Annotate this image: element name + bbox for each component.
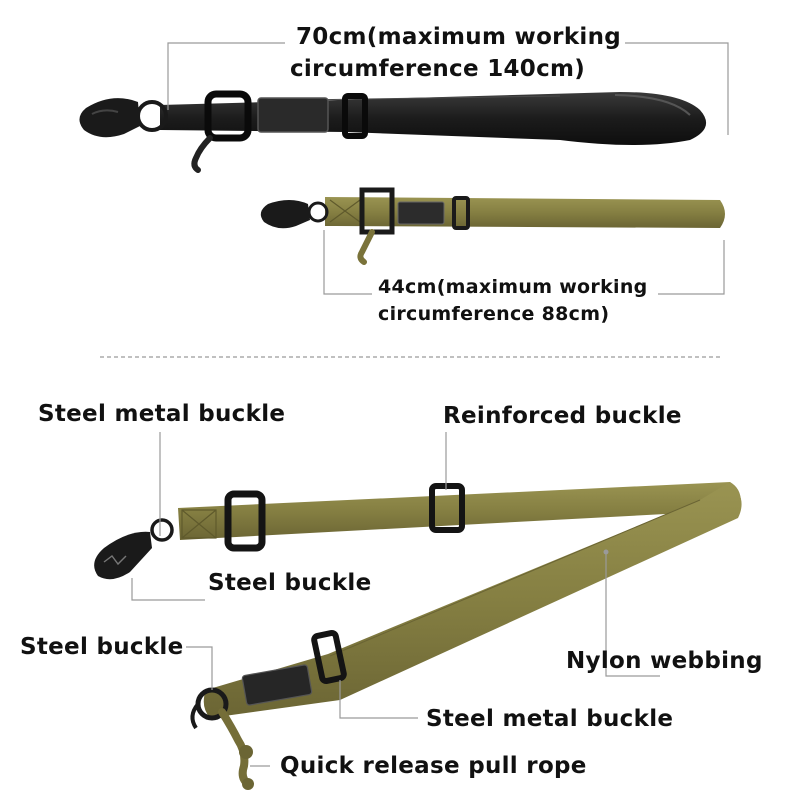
label-reinforced-buckle: Reinforced buckle xyxy=(443,403,682,429)
snap-hook-upper xyxy=(94,531,152,580)
label-steel-metal-buckle-bottom: Steel metal buckle xyxy=(426,706,674,732)
olive-slide-buckle-small xyxy=(452,196,470,230)
dimension-bracket-top xyxy=(167,42,729,135)
leader-steel-buckle-upper xyxy=(131,578,205,601)
olive-sling-44cm xyxy=(260,187,725,265)
label-steel-buckle-upper: Steel buckle xyxy=(208,570,372,596)
olive-buckle-small xyxy=(359,187,395,235)
top-length-label-line1: 70cm(maximum working xyxy=(296,24,622,50)
label-steel-metal-buckle-top: Steel metal buckle xyxy=(38,401,286,427)
reinforced-slide-buckle xyxy=(429,483,465,533)
black-buckle xyxy=(204,90,252,142)
steel-metal-buckle-top xyxy=(224,490,266,552)
leader-nylon-webbing xyxy=(605,552,660,677)
black-rubber-patch xyxy=(257,97,329,133)
leader-steel-buckle-lower xyxy=(186,646,213,690)
olive-sling-detail xyxy=(94,482,742,790)
leader-steel-metal-buckle-bottom xyxy=(339,680,418,719)
callout-leaders xyxy=(131,432,660,767)
steel-metal-buckle-lower xyxy=(311,629,347,685)
olive-rubber-patch-small xyxy=(397,201,445,225)
olive-rubber-patch-lower xyxy=(241,664,313,706)
small-snap-hook xyxy=(260,200,310,229)
black-slide-buckle xyxy=(342,93,368,139)
label-nylon-webbing: Nylon webbing xyxy=(566,648,763,674)
small-length-label-line2: circumference 88cm) xyxy=(378,303,610,325)
top-length-label-line2: circumference 140cm) xyxy=(290,56,586,82)
label-quick-release-pull-rope: Quick release pull rope xyxy=(280,753,587,779)
black-snap-hook xyxy=(79,98,140,138)
black-pull-rope xyxy=(191,135,213,173)
label-steel-buckle-lower: Steel buckle xyxy=(20,634,184,660)
olive-webbing-small xyxy=(325,197,725,228)
dimension-bracket-small xyxy=(323,230,725,295)
small-length-label-line1: 44cm(maximum working xyxy=(378,276,648,298)
olive-pull-rope-small xyxy=(357,229,375,265)
black-sling-70cm xyxy=(79,90,707,173)
